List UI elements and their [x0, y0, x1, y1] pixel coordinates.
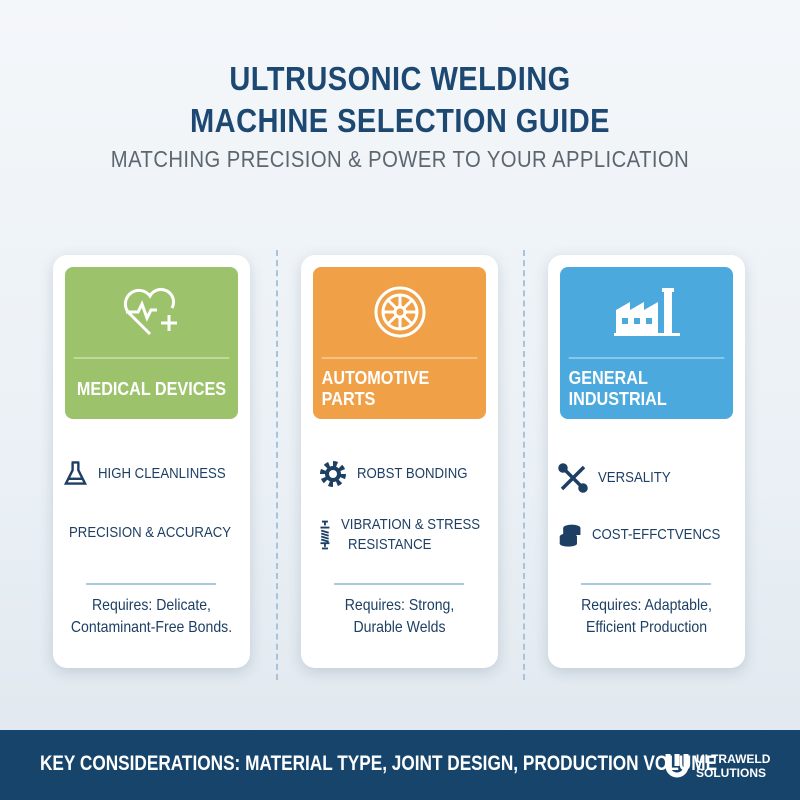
logo-text: SOLUTIONS — [696, 766, 767, 780]
coins-icon — [559, 524, 581, 547]
gear-icon — [320, 461, 346, 487]
page-title: ULTRUSONIC WELDING MACHINE SELECTION GUID… — [48, 58, 752, 142]
feature-item: VIBRATION & STRESS RESISTANCE — [319, 515, 499, 555]
divider-line — [86, 583, 216, 585]
ultraweld-logo-icon — [665, 754, 689, 778]
feature-text: RESISTANCE — [347, 536, 432, 553]
req-line: Requires: Adaptable, — [581, 597, 712, 614]
feature-item: VERSALITY — [558, 463, 738, 493]
card-automotive-parts: AUTOMOTIVE PARTS ROBST BONDING VIBRATION… — [301, 255, 498, 668]
req-line: Requires: Strong, — [344, 597, 455, 614]
heart-pulse-plus-icon — [123, 287, 178, 336]
card-label: AUTOMOTIVE PARTS — [321, 357, 478, 419]
req-line: Requires: Delicate, — [92, 597, 211, 614]
divider — [523, 250, 525, 680]
requirements: Requires: Delicate, Contaminant-Free Bond… — [65, 595, 238, 639]
requirements: Requires: Strong, Durable Welds — [313, 595, 486, 639]
req-line: Durable Welds — [353, 619, 446, 636]
card-header: MEDICAL DEVICES — [65, 267, 238, 419]
card-general-industrial: GENERAL INDUSTRIAL VERSALITY COST-EFFCTV… — [548, 255, 745, 668]
feature-item: PRECISION & ACCURACY — [59, 519, 239, 547]
req-line: Efficient Production — [585, 619, 708, 636]
logo-text: ULTRAWELD — [696, 752, 771, 766]
feature-text: COST-EFFCTVENCS — [592, 526, 721, 543]
subtitle: MATCHING PRECISION & POWER TO YOUR APPLI… — [110, 146, 690, 172]
feature-text: VERSALITY — [598, 469, 671, 486]
feature-item: HIGH CLEANLINESS — [63, 460, 243, 488]
feature-text: VIBRATION & STRESS — [340, 516, 481, 533]
card-medical-devices: MEDICAL DEVICES HIGH CLEANLINESS PRECISI… — [53, 255, 250, 668]
feature-text: ROBST BONDING — [357, 465, 468, 482]
card-label: MEDICAL DEVICES — [73, 357, 230, 419]
feature-text: PRECISION & ACCURACY — [69, 524, 232, 541]
key-considerations: KEY CONSIDERATIONS: MATERIAL TYPE, JOINT… — [40, 752, 718, 775]
divider-line — [581, 583, 711, 585]
flask-icon — [63, 461, 88, 485]
wheel-icon — [374, 286, 425, 338]
divider-line — [334, 583, 464, 585]
card-header: AUTOMOTIVE PARTS — [313, 267, 486, 419]
divider — [276, 250, 278, 680]
feature-item: COST-EFFCTVENCS — [558, 521, 738, 549]
title-line-1: ULTRUSONIC WELDING — [229, 60, 571, 97]
tools-icon — [558, 463, 588, 493]
title-line-2: MACHINE SELECTION GUIDE — [190, 102, 610, 139]
footer-banner: KEY CONSIDERATIONS: MATERIAL TYPE, JOINT… — [0, 730, 800, 800]
card-header: GENERAL INDUSTRIAL — [560, 267, 733, 419]
feature-item: ROBST BONDING — [319, 460, 499, 488]
card-label: GENERAL INDUSTRIAL — [568, 357, 725, 419]
spring-icon — [320, 520, 330, 550]
requirements: Requires: Adaptable, Efficient Production — [560, 595, 733, 639]
req-line: Contaminant-Free Bonds. — [70, 619, 233, 636]
feature-text: HIGH CLEANLINESS — [97, 465, 226, 482]
factory-icon — [613, 288, 680, 336]
